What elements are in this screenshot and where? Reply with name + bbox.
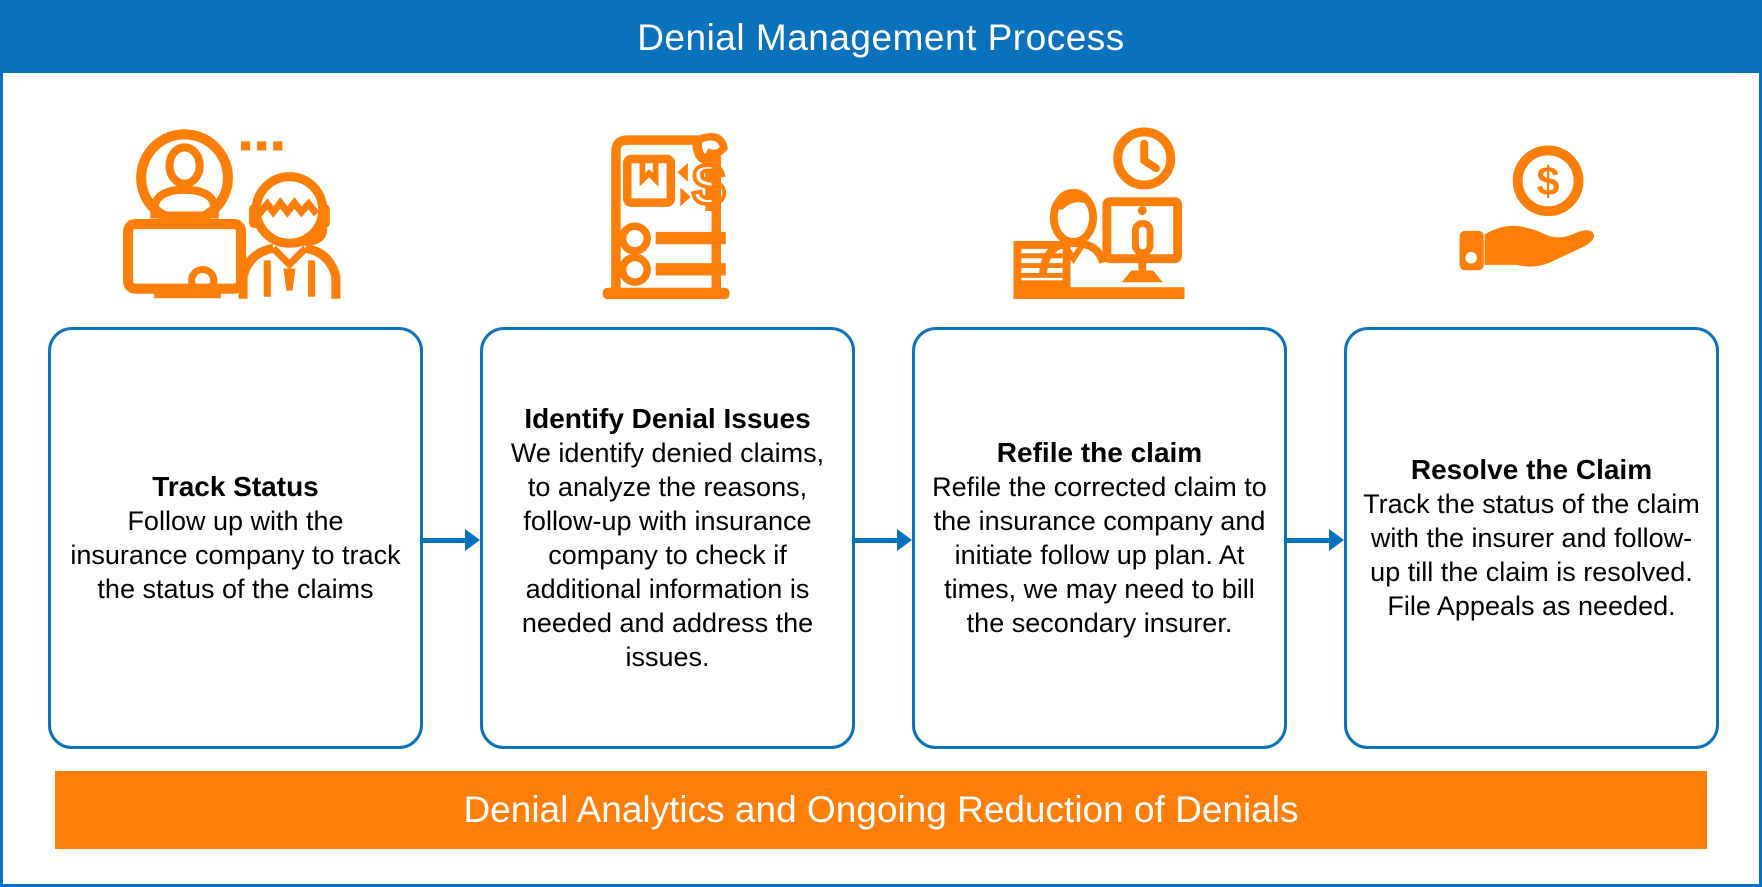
step-description: Track the status of the claim with the i… <box>1363 489 1700 621</box>
arrow-head <box>465 529 480 551</box>
denial-analytics-banner: Denial Analytics and Ongoing Reduction o… <box>55 771 1707 849</box>
step-text: Resolve the Claim Track the status of th… <box>1363 453 1700 623</box>
step-box-track-status: Track Status Follow up with the insuranc… <box>48 327 423 749</box>
step-title: Resolve the Claim <box>1410 454 1653 485</box>
svg-text:$: $ <box>1536 158 1559 204</box>
title-bar: Denial Management Process <box>3 3 1759 73</box>
step-text: Identify Denial Issues We identify denie… <box>499 402 836 674</box>
flow-arrow-icon <box>1287 529 1344 551</box>
step-box-identify-denial-issues: Identify Denial Issues We identify denie… <box>480 327 855 749</box>
flow-arrow-icon <box>423 529 480 551</box>
page-title: Denial Management Process <box>637 17 1125 58</box>
hand-dollar-coin-icon: $ <box>1344 115 1719 311</box>
step-box-resolve-the-claim: Resolve the Claim Track the status of th… <box>1344 327 1719 749</box>
arrow-head <box>897 529 912 551</box>
support-agent-computer-icon <box>48 115 423 311</box>
step-box-refile-the-claim: Refile the claim Refile the corrected cl… <box>912 327 1287 749</box>
step-title: Track Status <box>152 471 319 502</box>
svg-text:$: $ <box>692 152 725 217</box>
arrow-head <box>1329 529 1344 551</box>
flow-arrow-icon <box>855 529 912 551</box>
step-text: Track Status Follow up with the insuranc… <box>67 470 404 606</box>
arrow-shaft <box>423 538 469 543</box>
agent-desk-clock-icon <box>912 115 1287 311</box>
step-title: Refile the claim <box>996 437 1203 468</box>
step-description: Follow up with the insurance company to … <box>70 506 401 604</box>
step-description: Refile the corrected claim to the insura… <box>932 472 1267 638</box>
invoice-document-icon: $ <box>480 115 855 311</box>
step-description: We identify denied claims, to analyze th… <box>510 438 825 672</box>
banner-label: Denial Analytics and Ongoing Reduction o… <box>463 789 1299 830</box>
step-text: Refile the claim Refile the corrected cl… <box>931 436 1268 640</box>
arrow-shaft <box>855 538 901 543</box>
step-title: Identify Denial Issues <box>524 403 811 434</box>
arrow-shaft <box>1287 538 1333 543</box>
